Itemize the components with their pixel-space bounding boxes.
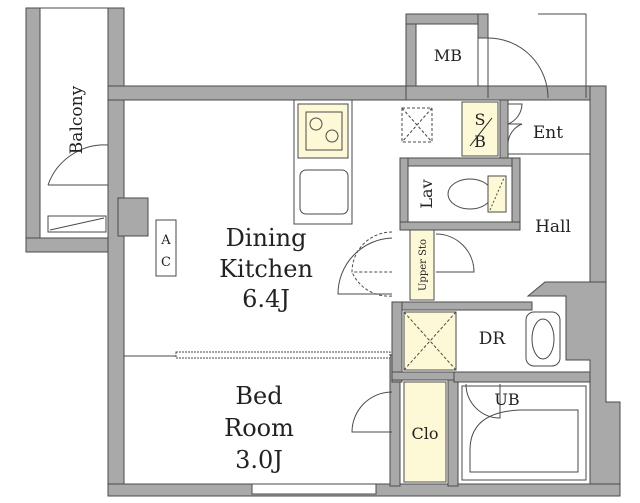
dining-kitchen-size: 6.4J <box>242 285 290 313</box>
mb-floor <box>415 23 479 87</box>
bedroom-door-swing <box>351 391 393 433</box>
fridge-box <box>401 107 433 143</box>
washer-space <box>403 311 457 371</box>
hall-label: Hall <box>535 217 571 237</box>
dk-door-solid <box>337 237 393 295</box>
stove-top <box>305 111 343 151</box>
toilet <box>447 175 507 213</box>
east-wall-upper <box>589 85 607 283</box>
dk-door-dashed-1 <box>351 231 393 273</box>
air-conditioner <box>155 219 177 277</box>
sb-right-wall <box>499 99 509 159</box>
exterior-walls <box>25 7 621 497</box>
washer-x1 <box>403 311 457 371</box>
dk-door-dashed-2 <box>351 271 393 297</box>
bathtub-icon <box>469 409 579 473</box>
entrance-label: Ent <box>533 123 563 143</box>
interior-walls <box>389 99 591 487</box>
sb-label-top: S <box>475 110 486 129</box>
balcony-door-arc <box>47 144 109 186</box>
balcony-bottom-wall <box>25 237 121 253</box>
closet <box>403 381 447 483</box>
mb-door-arc <box>487 37 549 99</box>
bathtub-outer <box>461 385 587 481</box>
kitchen-counter <box>293 99 353 225</box>
dr-top-wall <box>391 301 533 311</box>
dr-label: DR <box>479 329 507 349</box>
upper-storage <box>409 229 435 301</box>
basin-bowl-icon <box>531 318 555 360</box>
refrigerator-space <box>401 107 433 143</box>
balcony-label: Balcony <box>67 85 87 154</box>
upper-storage-label: Upper Sto <box>418 239 429 291</box>
hall-door-swings <box>337 231 475 297</box>
lav-top-wall <box>399 157 521 167</box>
fridge-x2 <box>401 107 433 143</box>
lav-left-wall <box>399 157 409 229</box>
washer-x2 <box>403 311 457 371</box>
sliding-partition <box>175 351 391 359</box>
ac-label-top: A <box>160 233 171 248</box>
burner-1-icon <box>309 117 323 131</box>
balcony-floor <box>39 7 109 239</box>
lav-label: Lav <box>417 179 436 208</box>
bedroom-window <box>251 483 377 495</box>
lav-bottom-wall <box>399 221 521 231</box>
outdoor-unit-slash <box>49 217 105 231</box>
dr-left-wall <box>391 301 403 383</box>
bedroom-size: 3.0J <box>235 446 283 474</box>
closet-label: Clo <box>412 424 439 443</box>
bedroom-label-2: Room <box>224 414 294 442</box>
mb-top-wall <box>405 13 487 25</box>
ub-label: UB <box>494 390 519 409</box>
corridor-outline <box>538 13 587 98</box>
north-wall <box>107 85 409 101</box>
sb-slash <box>469 117 493 147</box>
burner-2-icon <box>325 129 339 143</box>
north-wall-east <box>405 85 607 101</box>
toilet-bowl-icon <box>447 178 493 210</box>
entrance-door-swing-2 <box>507 123 523 145</box>
ub-left-wall <box>447 371 459 487</box>
sink-icon <box>299 169 349 215</box>
west-wall <box>107 7 125 495</box>
west-column <box>117 197 149 237</box>
ub-top-wall-east <box>453 371 591 383</box>
sb-storage <box>461 101 499 157</box>
dining-kitchen-label-1: Dining <box>226 224 307 252</box>
wash-basin <box>525 311 561 367</box>
entrance-door-swing <box>507 103 523 125</box>
lav-right-wall <box>511 157 521 229</box>
ub-door-swing <box>465 383 501 419</box>
toilet-door-line <box>489 177 505 211</box>
mb-label: MB <box>434 46 462 65</box>
dining-kitchen-label-2: Kitchen <box>219 255 313 283</box>
bedroom-label-1: Bed <box>235 382 282 410</box>
hall-door-swing <box>435 233 475 273</box>
mb-right-wall-top <box>477 13 489 39</box>
balcony-left-wall <box>25 7 41 252</box>
sb-label-bottom: B <box>474 132 486 151</box>
ac-label-bottom: C <box>161 255 171 270</box>
